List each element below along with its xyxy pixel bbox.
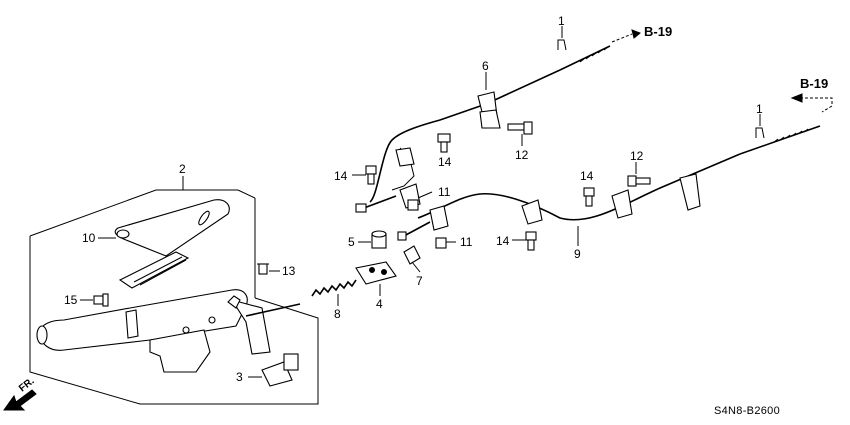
- bolt-14-a: [437, 133, 451, 153]
- diagram-code: S4N8-B2600: [714, 405, 780, 417]
- callout-3: 3: [236, 370, 243, 384]
- callout-1-upper-marker: [557, 26, 567, 51]
- lever-assembly-box: [29, 176, 319, 405]
- callout-6: 6: [482, 59, 489, 73]
- lever-cover: [98, 199, 230, 289]
- brake-switch: [248, 353, 299, 387]
- bolt-14-b: [352, 165, 377, 185]
- bolt-14-c: [583, 187, 595, 207]
- ref-arrow-lower: [790, 93, 833, 113]
- bolt-11-b: [435, 237, 456, 249]
- collar-5: [358, 230, 387, 249]
- equalizer-spring: [311, 279, 357, 306]
- cable-6: [369, 45, 611, 209]
- callout-2: 2: [179, 162, 186, 176]
- cable-9: [417, 125, 821, 246]
- callout-11-upper: 11: [438, 185, 451, 199]
- callout-14-c: 14: [580, 169, 594, 183]
- callout-8: 8: [334, 307, 341, 321]
- callout-14-b: 14: [334, 169, 348, 183]
- callout-5: 5: [348, 235, 355, 249]
- parking-brake-lever: [36, 289, 301, 373]
- callout-14-d: 14: [496, 234, 510, 248]
- cable-ends: [355, 195, 431, 241]
- callout-1-upper: 1: [558, 14, 565, 28]
- bolt-12-right: [627, 162, 651, 187]
- callout-10: 10: [82, 231, 96, 245]
- callout-14-a: 14: [438, 155, 452, 169]
- callout-7: 7: [416, 274, 423, 288]
- ref-arrow-upper: [611, 29, 641, 43]
- callout-4: 4: [376, 297, 383, 311]
- adjuster-7: [403, 245, 421, 273]
- reference-b19-upper: B-19: [644, 24, 672, 39]
- front-direction-arrow-icon: [3, 389, 37, 411]
- callout-1-lower: 1: [756, 102, 763, 116]
- bolt-13: [257, 263, 280, 275]
- callout-13: 13: [282, 264, 296, 278]
- callout-12-right: 12: [630, 149, 644, 163]
- bolt-11-a: [407, 191, 433, 211]
- bolt-14-d: [512, 231, 537, 251]
- equalizer: [355, 261, 397, 296]
- callout-12-upper: 12: [515, 148, 529, 162]
- callout-15: 15: [64, 293, 78, 307]
- bolt-12-upper: [507, 121, 533, 146]
- callout-9: 9: [574, 247, 581, 261]
- bolt-15: [80, 293, 109, 307]
- reference-b19-lower: B-19: [800, 76, 828, 91]
- callout-11-lower: 11: [460, 235, 473, 249]
- callout-1-lower-marker: [755, 114, 765, 139]
